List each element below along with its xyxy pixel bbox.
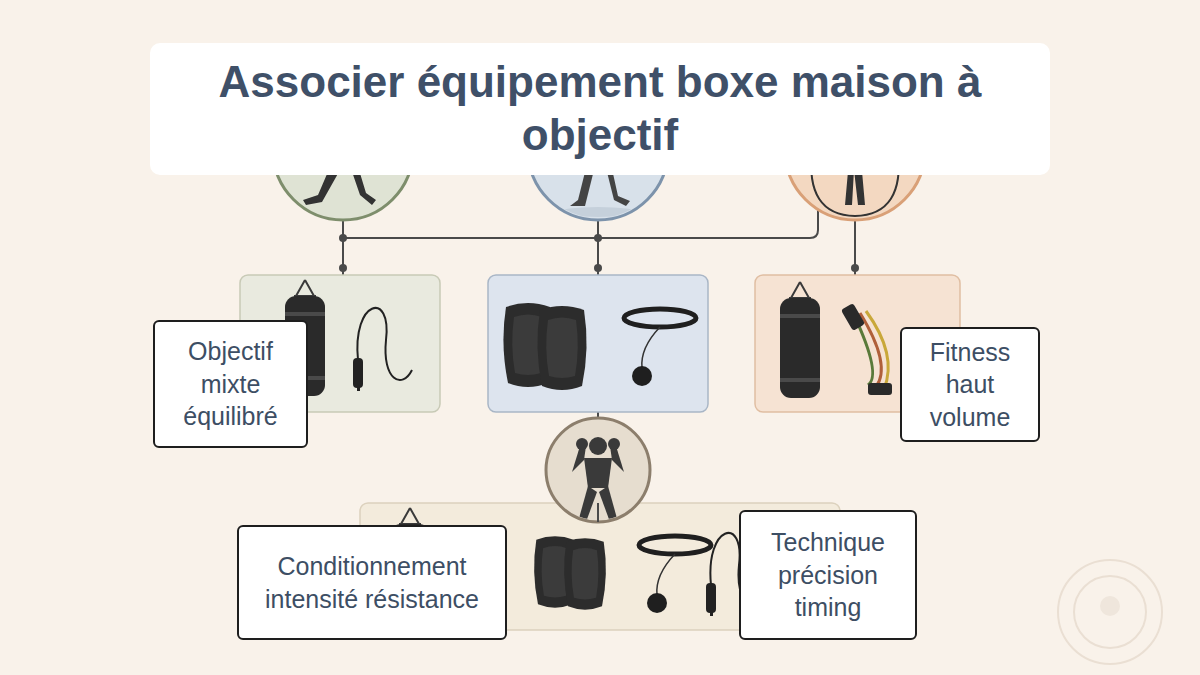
callout-box: Technique précision timing [739, 510, 917, 640]
boxer-circle [546, 418, 650, 522]
title-box: Associer équipement boxe maison à object… [150, 43, 1050, 175]
callout-box: Objectif mixte équilibré [153, 320, 308, 448]
callout-box: Conditionnement intensité résistance [237, 525, 507, 640]
callout-text: Technique précision timing [749, 526, 907, 624]
title: Associer équipement boxe maison à object… [170, 56, 1030, 162]
equipment-panels [240, 275, 960, 630]
callout-text: Conditionnement intensité résistance [247, 550, 497, 615]
callout-box: Fitness haut volume [900, 327, 1040, 442]
callout-text: Fitness haut volume [910, 336, 1030, 434]
callout-text: Objectif mixte équilibré [163, 335, 298, 433]
tree-dots [339, 234, 859, 272]
watermark-seal [1058, 560, 1162, 664]
